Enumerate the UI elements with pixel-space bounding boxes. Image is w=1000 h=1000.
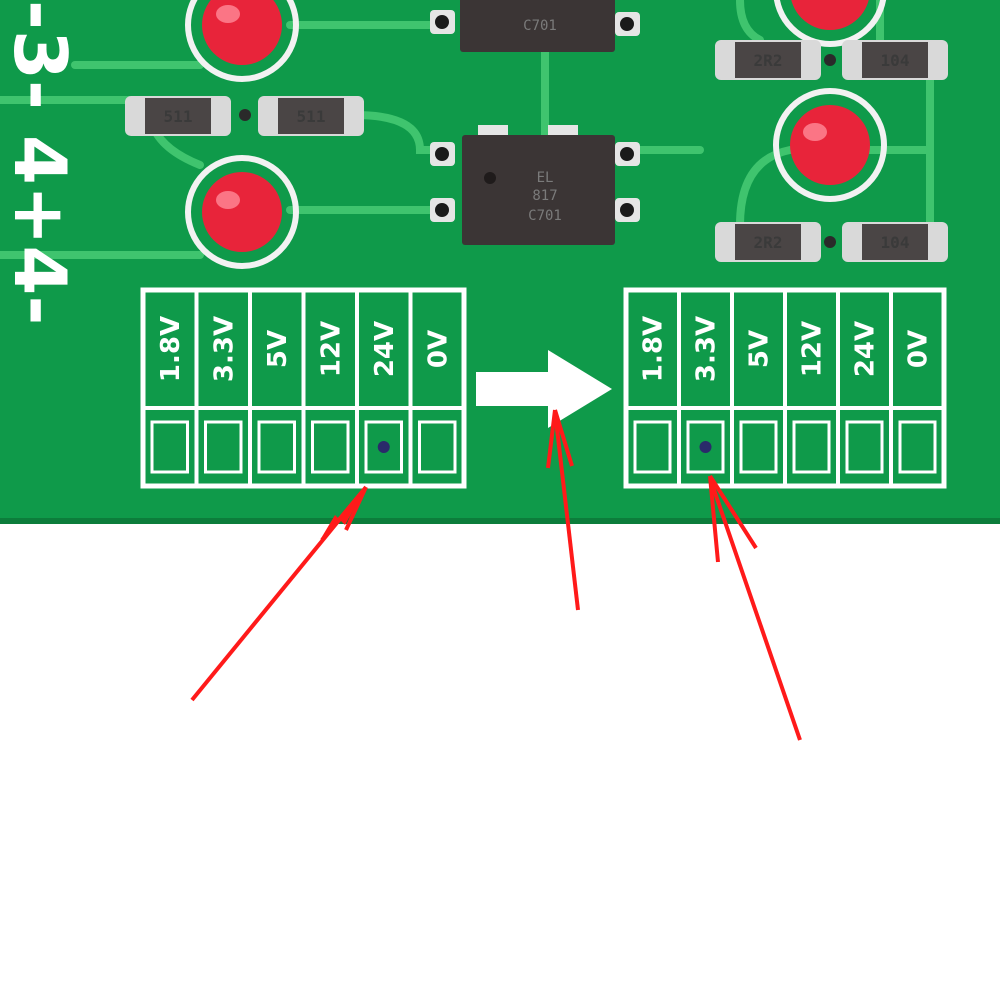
svg-text:C701: C701 (523, 18, 557, 34)
via-hole (824, 54, 836, 66)
resistor-right-top-1: 2R2 (715, 40, 821, 80)
voltage-option-pad (686, 420, 725, 474)
svg-text:104: 104 (881, 51, 910, 70)
voltage-option-pad (792, 420, 831, 474)
voltage-selector-after: 1.8V 3.3V 5V 12V 24V 0V (623, 287, 947, 489)
svg-text:EL: EL (537, 170, 554, 186)
resistor-right-bottom-1: 2R2 (715, 222, 821, 262)
voltage-option-pad (633, 420, 672, 474)
voltage-option-pad (364, 420, 403, 474)
optocoupler-top: C701 (430, 0, 640, 52)
pcb-board-edge (0, 518, 1000, 524)
voltage-option-pad (204, 420, 243, 474)
resistor-right-top-2: 104 (842, 40, 948, 80)
red-arrow-icon (546, 409, 580, 611)
led-top-right (773, 0, 887, 47)
svg-text:2R2: 2R2 (754, 233, 783, 252)
board-edge-label: -3- 4+4- (0, 0, 82, 325)
voltage-option-label: 3.3V (692, 316, 722, 382)
svg-text:511: 511 (164, 107, 193, 126)
voltage-option-pad (898, 420, 937, 474)
voltage-option-label: 5V (745, 330, 775, 368)
solder-dot-selected (699, 441, 712, 453)
voltage-option-label: 3.3V (209, 316, 239, 382)
voltage-option-label: 12V (798, 321, 828, 377)
voltage-option-label: 1.8V (156, 316, 186, 382)
right-arrow-icon (476, 350, 612, 428)
led-top-left (185, 0, 299, 82)
led-middle-right (773, 88, 887, 202)
voltage-option-label: 24V (370, 321, 400, 377)
voltage-option-label: 0V (423, 330, 453, 368)
svg-text:511: 511 (297, 107, 326, 126)
via-hole (824, 236, 836, 248)
voltage-option-label: 5V (263, 330, 293, 368)
voltage-option-pad (257, 420, 296, 474)
voltage-option-label: 0V (904, 330, 934, 368)
pcb-board (0, 0, 1000, 522)
svg-text:C701: C701 (528, 208, 562, 224)
voltage-selector-before: 1.8V 3.3V 5V 12V 24V 0V (140, 287, 467, 489)
voltage-option-pad (845, 420, 884, 474)
svg-text:817: 817 (532, 188, 557, 204)
optocoupler-middle: EL 817 C701 (430, 125, 640, 245)
resistor-left-2: 511 (258, 96, 364, 136)
red-arrow-icon (190, 485, 368, 702)
voltage-option-pad (150, 420, 189, 474)
voltage-option-label: 24V (851, 321, 881, 377)
voltage-option-pad (311, 420, 350, 474)
svg-text:2R2: 2R2 (754, 51, 783, 70)
led-middle-left (185, 155, 299, 269)
voltage-option-pad (418, 420, 457, 474)
via-hole (239, 109, 251, 121)
resistor-left-1: 511 (125, 96, 231, 136)
red-arrow-icon (708, 474, 802, 741)
voltage-option-label: 1.8V (639, 316, 669, 382)
resistor-right-bottom-2: 104 (842, 222, 948, 262)
voltage-option-label: 12V (316, 321, 346, 377)
solder-dot-selected (377, 441, 390, 453)
svg-text:104: 104 (881, 233, 910, 252)
voltage-option-pad (739, 420, 778, 474)
